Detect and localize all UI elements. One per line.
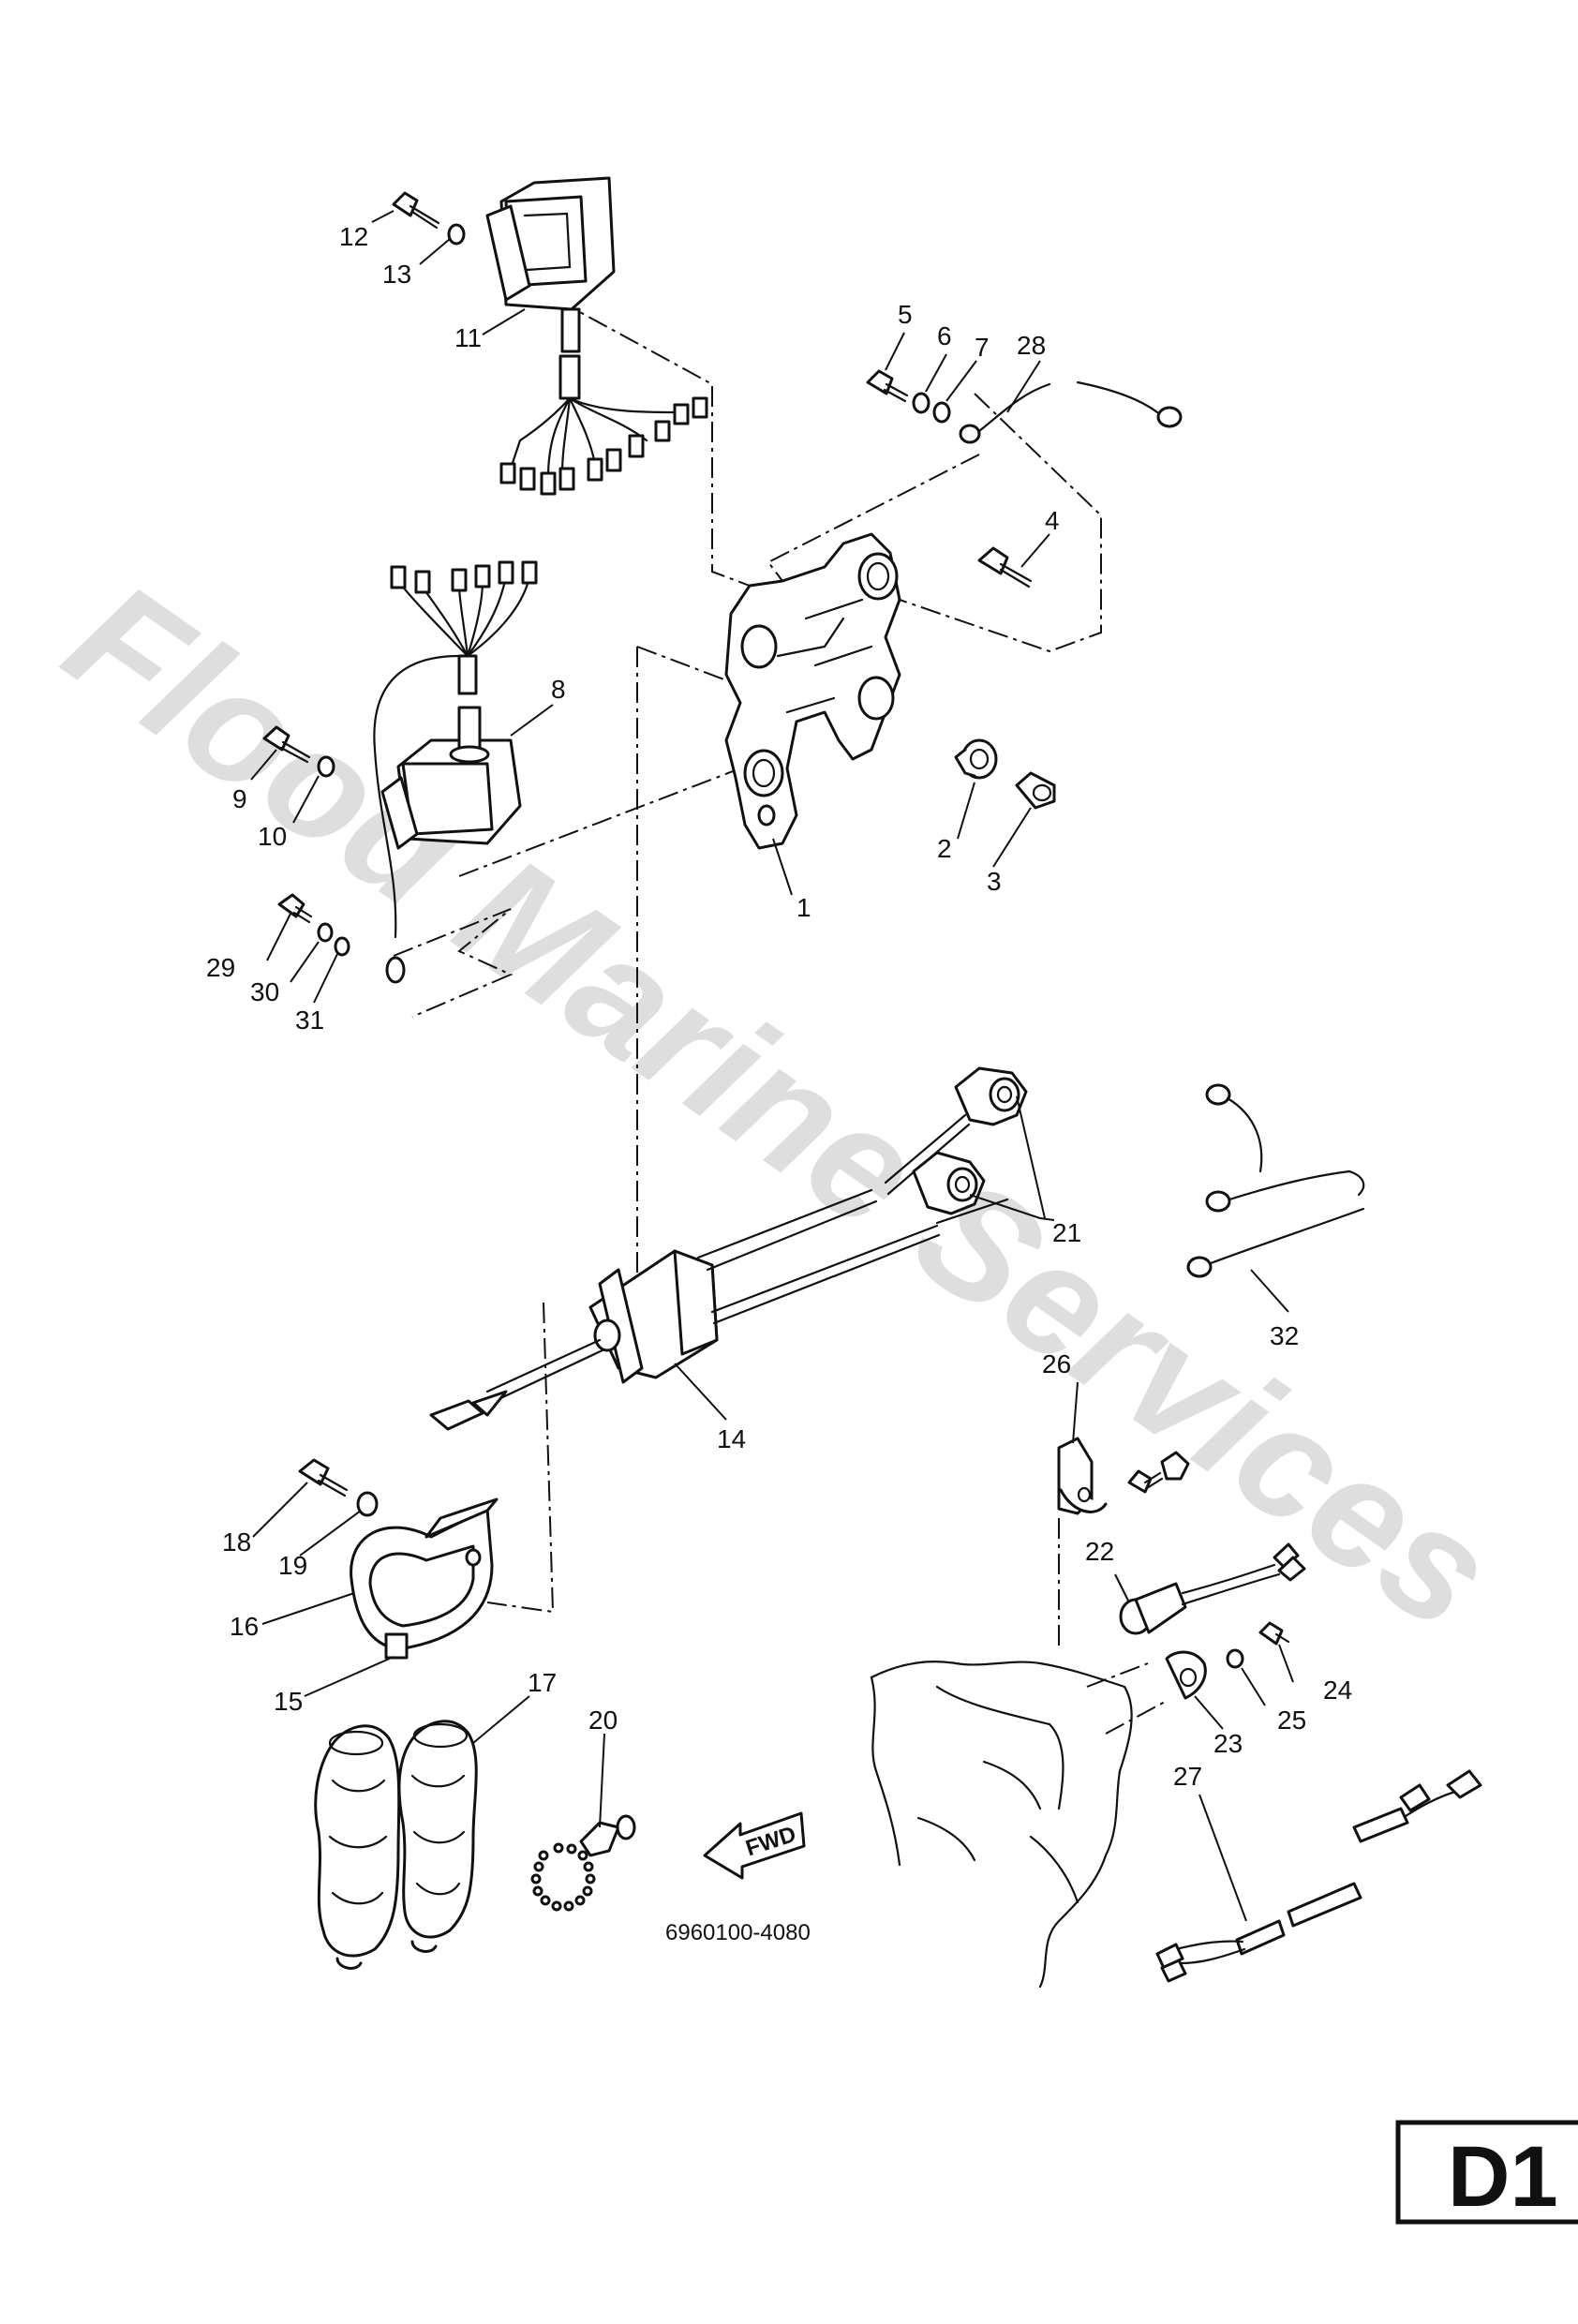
callout-1: 1	[796, 893, 811, 922]
bolt-9	[262, 725, 311, 764]
callout-23: 23	[1213, 1729, 1243, 1758]
cylinder-outline	[870, 1661, 1133, 1989]
clip-26	[1057, 1437, 1108, 1515]
bolt-5	[866, 369, 909, 403]
washer-10	[317, 755, 335, 778]
forward-arrow-indicator: FWD	[703, 1811, 806, 1880]
washer-6	[912, 392, 930, 414]
callout-18: 18	[222, 1527, 251, 1557]
callout-24: 24	[1323, 1676, 1352, 1705]
washer-31	[334, 936, 350, 957]
leader-lines	[250, 210, 1294, 1922]
callout-8: 8	[551, 675, 566, 704]
callout-19: 19	[278, 1551, 307, 1580]
callout-13: 13	[382, 260, 411, 289]
callout-30: 30	[250, 977, 279, 1006]
callout-16: 16	[230, 1612, 259, 1641]
cover-23	[1165, 1650, 1207, 1700]
harness-27	[1155, 1769, 1482, 1983]
coil-clamp	[350, 1497, 499, 1660]
callout-7: 7	[975, 333, 990, 362]
ignition-coil	[429, 1066, 1028, 1431]
callout-29: 29	[206, 953, 235, 982]
collar-3	[1015, 771, 1056, 810]
callout-6: 6	[937, 321, 952, 350]
washer-7	[932, 401, 951, 424]
bolt-18	[298, 1458, 349, 1497]
washer-13	[447, 223, 466, 246]
bracket-plate	[724, 532, 901, 850]
thermoswitch-22	[1119, 1542, 1306, 1635]
callout-14: 14	[717, 1424, 746, 1453]
callout-21: 21	[1052, 1218, 1081, 1247]
callout-11: 11	[454, 323, 482, 352]
callout-12: 12	[339, 222, 368, 251]
callout-9: 9	[232, 784, 247, 813]
bead-chain	[530, 1814, 636, 1912]
callout-4: 4	[1045, 506, 1060, 535]
callout-28: 28	[1017, 331, 1046, 360]
callout-26: 26	[1042, 1349, 1071, 1378]
callout-5: 5	[898, 300, 913, 329]
washer-30	[317, 922, 334, 943]
ground-leads-32	[1186, 1083, 1365, 1278]
callout-31: 31	[295, 1006, 324, 1035]
clip-screw	[1127, 1451, 1190, 1494]
page-id-box: D1	[1395, 2120, 1578, 2225]
callout-10: 10	[258, 822, 287, 851]
callout-17: 17	[528, 1668, 557, 1697]
part-callouts: 1 2 3 4 5 6 7 8 9 10 11 12 13 14 15 16 1…	[206, 222, 1352, 1791]
page-id: D1	[1448, 2129, 1558, 2225]
cdi-unit	[485, 176, 708, 496]
rubber-holders	[314, 1720, 478, 1970]
washer-25	[1226, 1648, 1244, 1669]
diagram-code: 6960100-4080	[665, 1920, 811, 1945]
callout-25: 25	[1277, 1706, 1306, 1735]
washer-19	[356, 1491, 379, 1517]
grommet-2	[954, 738, 998, 780]
callout-32: 32	[1270, 1321, 1299, 1350]
callout-27: 27	[1173, 1762, 1202, 1791]
screw-24	[1258, 1621, 1290, 1646]
charge-coil	[373, 560, 538, 984]
bolt-4	[977, 546, 1033, 588]
callout-2: 2	[937, 834, 952, 863]
callout-22: 22	[1085, 1537, 1114, 1566]
callout-20: 20	[588, 1706, 618, 1735]
bolt-29	[277, 893, 313, 924]
bolt-12	[392, 191, 440, 230]
callout-15: 15	[274, 1687, 303, 1716]
callout-3: 3	[987, 867, 1002, 896]
